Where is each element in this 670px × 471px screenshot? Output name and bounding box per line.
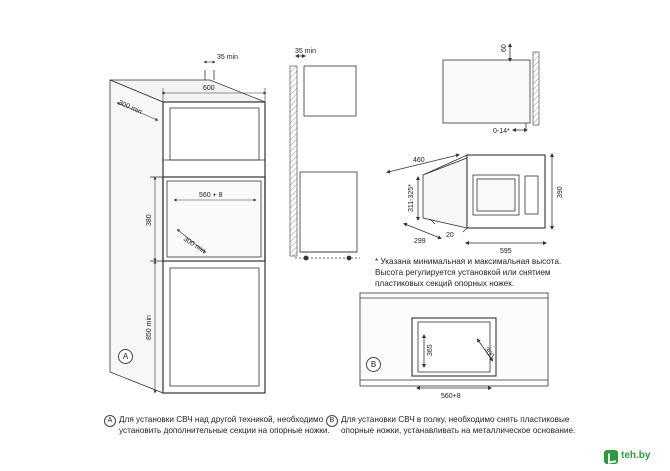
dim-a-inner-height: 380 [146, 214, 153, 226]
note-b-line2: опорные ножки, устанавливать на металлич… [341, 426, 576, 435]
dim-m-height: 390 [557, 186, 564, 198]
tag-a: A [118, 349, 133, 364]
dim-m-foot-depth: 299 [414, 238, 426, 245]
dim-a-bottom-height: 850 min [146, 315, 153, 340]
dim-m-foot: 20 [446, 232, 454, 239]
dim-t-offset: 0-14* [493, 128, 510, 135]
height-note-line3: пластиковых секций опорных ножек. [375, 279, 515, 288]
microwave-profile [442, 43, 540, 132]
note-b-marker: B [326, 415, 338, 427]
note-a-marker: A [104, 415, 116, 427]
dim-a-top-gap: 35 min [217, 54, 238, 61]
dim-a-inner-width: 560 + 8 [199, 192, 223, 199]
shelf-b [359, 292, 549, 390]
note-a: Для установки СВЧ над другой техникой, н… [119, 414, 330, 436]
dim-m-height-range: 311-325* [408, 184, 415, 212]
height-note: * Указана минимальная и максимальная выс… [375, 256, 561, 289]
watermark: teh.by [604, 449, 664, 465]
watermark-text: teh.by [621, 450, 651, 461]
note-a-line2: установить дополнительные секции на опор… [119, 426, 330, 435]
dim-b-width: 560+8 [441, 393, 461, 400]
microwave-3d [386, 153, 554, 245]
note-b: Для установки СВЧ в полку, необходимо сн… [341, 414, 575, 436]
dim-b-height: 365 [427, 344, 434, 356]
dim-t-height: 60 [501, 44, 508, 52]
dim-a-width: 600 [203, 85, 215, 92]
dim-side-gap: 35 min [295, 48, 316, 55]
cabinet-a [109, 70, 266, 394]
checkmark-logo-icon [604, 450, 618, 464]
height-note-line2: Высота регулируется установкой или сняти… [375, 268, 551, 277]
dim-m-width: 595 [500, 248, 512, 255]
side-view [289, 54, 360, 261]
note-a-line1: Для установки СВЧ над другой техникой, н… [119, 415, 324, 424]
dim-m-depth: 460 [413, 157, 425, 164]
tag-b: B [366, 357, 381, 372]
cabinet-a-dimensions [116, 60, 267, 394]
note-b-line1: Для установки СВЧ в полку, необходимо сн… [341, 415, 570, 424]
height-note-line1: * Указана минимальная и максимальная выс… [375, 257, 562, 266]
